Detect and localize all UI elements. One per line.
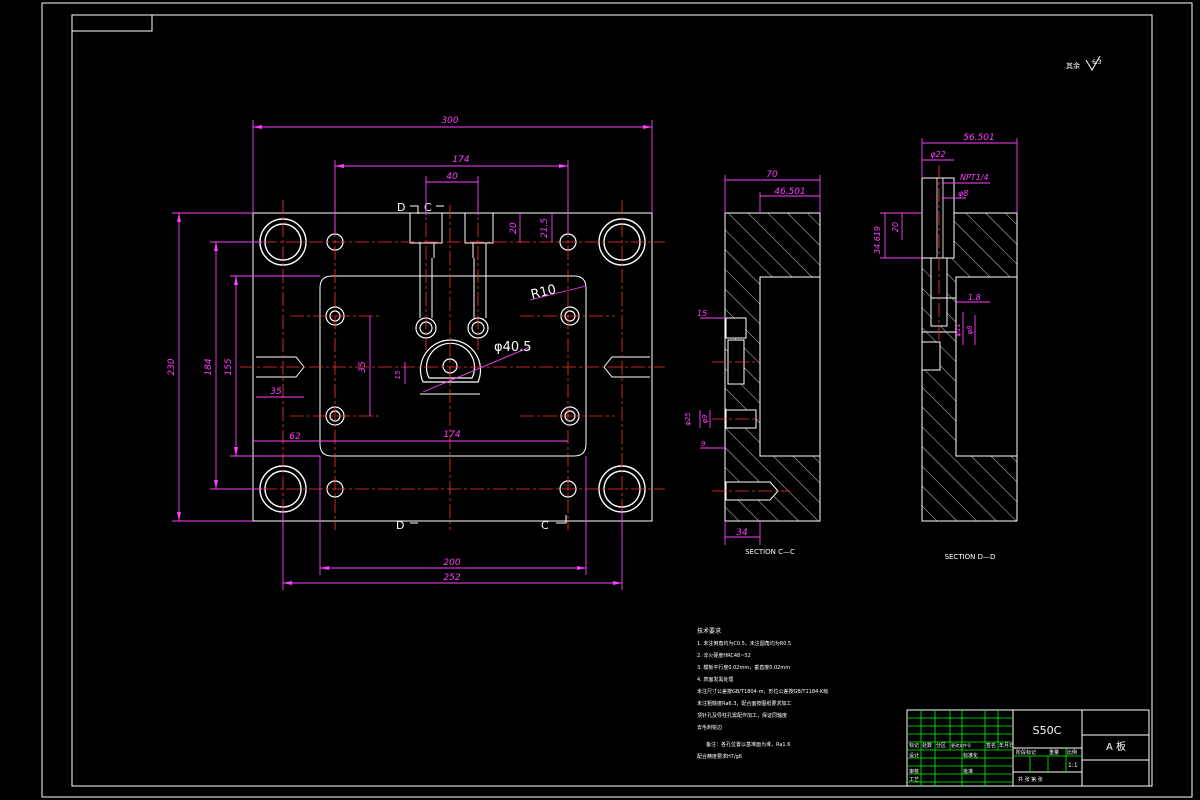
dim-230: 230 (167, 358, 177, 375)
dd-dim-20: 20 (891, 222, 900, 232)
technical-notes: 技术要求 1. 未注倒角均为C0.5，未注圆角均为R0.5 2. 淬火硬度HRC… (697, 627, 828, 760)
cc-dim-phi25: φ25 (684, 412, 692, 426)
notes-line: 3. 模板平行度0.02mm，垂直度0.02mm (697, 664, 790, 671)
notes-line: 去毛刺锐边 (697, 724, 722, 731)
cc-dim-phi9: φ9 (701, 414, 709, 424)
sprue-boss (419, 339, 482, 383)
section-mark-d-bottom: D (396, 519, 404, 532)
guide-holes (259, 218, 646, 513)
dim-62: 62 (289, 432, 301, 442)
dim-35-vert: 35 (358, 361, 368, 373)
dd-dim-phi8: φ8 (958, 189, 968, 198)
section-cc-body (724, 212, 821, 522)
section-dd-view: 56.501 φ22 NPT1/4 φ8 34.619 20 1.8 φ11 φ… (873, 133, 1018, 561)
dd-dim-34: 34.619 (873, 226, 882, 254)
section-cc-title: SECTION C—C (745, 548, 795, 556)
tb-scale-value: 1:1 (1068, 762, 1078, 769)
dd-dim-phi11: φ11 (954, 323, 962, 337)
notes-line: 未注粗糙度Ra6.3，配合面按图纸要求加工 (697, 700, 791, 707)
dim-174-lower: 174 (443, 430, 460, 440)
cc-dim-70: 70 (766, 170, 778, 180)
tb-stage: 阶段标记 (1016, 749, 1036, 756)
tb-material: S50C (1033, 724, 1062, 737)
cc-dim-34: 34 (736, 528, 748, 538)
section-mark-c-bottom: C (541, 519, 549, 532)
dim-200: 200 (443, 558, 460, 568)
dimensions (172, 120, 653, 590)
dim-dia-40-5: φ40.5 (494, 340, 532, 355)
tb-weight: 重量 (1049, 749, 1059, 756)
notes-line: 未注尺寸公差按GB/T1804-m，形位公差按GB/T1184-K级 (697, 688, 828, 695)
dim-21-5: 21.5 (540, 218, 550, 238)
tb-standard: 标准化 (963, 752, 978, 759)
section-mark-c-top: C (424, 201, 432, 214)
tb-designer: 设计 (909, 752, 919, 759)
dim-184: 184 (204, 358, 214, 375)
section-dd-title: SECTION D—D (945, 553, 996, 561)
dd-dim-1-8: 1.8 (968, 293, 981, 302)
tb-process: 工艺 (909, 777, 919, 783)
tb-row-label: 年月日 (999, 742, 1014, 749)
cc-dim-9: 9 (701, 440, 706, 448)
notes-line: 2. 淬火硬度HRC48~52 (697, 652, 751, 659)
cc-dim-46: 46.501 (774, 187, 806, 197)
svg-text:6.3: 6.3 (1092, 59, 1102, 66)
dim-35-horiz: 35 (270, 387, 282, 397)
title-block: 标记 处数 分区 更改文件号 签名 年月日 设计 标准化 审核 工艺 批准 阶段… (906, 709, 1150, 787)
dd-dim-56: 56.501 (963, 133, 995, 143)
inner-frame (71, 14, 1153, 787)
tb-sheet: 共 张 第 张 (1018, 776, 1043, 783)
dim-300: 300 (441, 116, 458, 126)
corner-box (71, 14, 153, 32)
plan-view: D C D C (167, 116, 665, 590)
notes-line: 配合精度要求H7/g6 (697, 753, 742, 760)
roughness-mark: 其余 6.3 (1066, 55, 1102, 71)
tb-review: 审核 (909, 768, 919, 775)
notes-line: 4. 表面发黑处理 (697, 676, 733, 683)
outer-border (41, 2, 1193, 798)
dim-15-small: 15 (394, 370, 402, 379)
tb-row-label: 更改文件号 (951, 742, 971, 748)
section-mark-d-top: D (397, 201, 405, 214)
dim-r10: R10 (529, 282, 557, 303)
tb-row-label: 签名 (986, 742, 996, 749)
notes-heading: 技术要求 (697, 627, 721, 635)
dim-20: 20 (509, 222, 519, 234)
section-cc-view: 70 46.501 15 φ25 φ9 9 34 SECTION C—C (684, 170, 821, 556)
tb-row-label: 处数 (922, 742, 932, 749)
dim-174-top: 174 (452, 155, 469, 165)
dim-155: 155 (224, 358, 234, 375)
cc-dim-15: 15 (697, 309, 707, 318)
centerlines (240, 200, 665, 530)
dd-dim-phi8b: φ8 (966, 325, 974, 335)
tb-row-label: 分区 (936, 742, 946, 749)
tb-row-label: 标记 (909, 742, 919, 749)
cooling-ports (409, 212, 494, 318)
notes-line: 备注：各孔位置以基准面为准，Ra1.6 (706, 741, 790, 748)
dim-40: 40 (446, 172, 458, 182)
tb-part-name: A 板 (1106, 740, 1126, 753)
notes-line: 顶针孔及导柱孔需配作加工，保证同轴度 (697, 712, 787, 719)
pocket-outline (319, 275, 587, 457)
dd-dim-phi22: φ22 (930, 150, 945, 159)
tb-scale: 比例 (1067, 749, 1077, 756)
notes-line: 1. 未注倒角均为C0.5，未注圆角均为R0.5 (697, 640, 791, 647)
dd-dim-npt: NPT1/4 (960, 173, 989, 182)
tb-approve: 批准 (963, 768, 973, 775)
svg-text:其余: 其余 (1066, 61, 1080, 70)
dim-252: 252 (443, 573, 460, 583)
